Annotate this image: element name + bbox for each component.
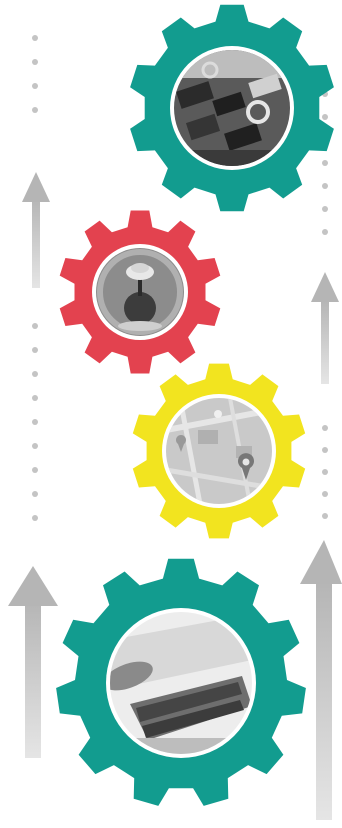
arrow-up-right-small: [311, 272, 339, 384]
dot: [32, 323, 38, 329]
globe-tree-photo: [92, 244, 188, 340]
dotted-line-left-middle: [32, 323, 38, 521]
map-pin-photo: [162, 394, 276, 508]
dot: [32, 107, 38, 113]
arrow-up-right-large: [300, 540, 342, 820]
dot: [322, 491, 328, 497]
dot: [322, 229, 328, 235]
dot: [32, 83, 38, 89]
arrow-up-left-large: [8, 566, 58, 758]
dot: [322, 425, 328, 431]
arrow-up-left-small: [22, 172, 50, 288]
dot: [32, 515, 38, 521]
dot: [32, 347, 38, 353]
dot: [32, 59, 38, 65]
dotted-line-left-top: [32, 35, 38, 113]
dotted-line-right-middle: [322, 425, 328, 519]
dotted-line-right-top: [322, 91, 328, 235]
dot: [322, 469, 328, 475]
dot: [322, 114, 328, 120]
dot: [32, 35, 38, 41]
dot: [322, 160, 328, 166]
dot: [322, 183, 328, 189]
dot: [32, 419, 38, 425]
dot: [322, 513, 328, 519]
dot: [32, 467, 38, 473]
dot: [32, 395, 38, 401]
dot: [32, 371, 38, 377]
dot: [32, 491, 38, 497]
dot: [322, 206, 328, 212]
dot: [32, 443, 38, 449]
dot: [322, 447, 328, 453]
